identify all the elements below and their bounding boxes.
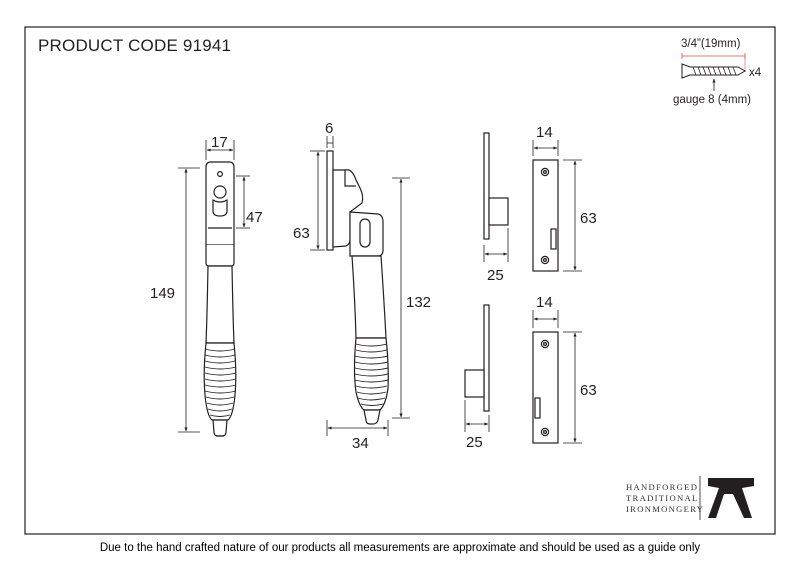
- keep-top-side-view: [483, 132, 509, 240]
- side-grip-ribs: [354, 343, 389, 406]
- brand-line-handforged: HANDFORGED: [626, 482, 699, 492]
- screw-diagram: [681, 53, 747, 91]
- keep-top-height-label: 63: [580, 210, 597, 227]
- front-upper-label: 47: [246, 209, 263, 226]
- brand-line-traditional: TRADITIONAL: [626, 493, 699, 503]
- front-dimension-lines: [178, 140, 250, 433]
- keep-bottom-height-label: 63: [580, 382, 597, 399]
- keep-top-width-label: 14: [536, 124, 553, 141]
- screw-quantity-label: x4: [749, 67, 762, 79]
- drawing-border: [24, 26, 776, 535]
- side-height-label: 132: [406, 294, 431, 311]
- keep-bottom-side-view: [464, 304, 490, 412]
- keep-bottom-front-view: [532, 331, 559, 444]
- front-width-label: 17: [211, 134, 228, 151]
- brand-line-ironmongery: IRONMONGERY: [626, 504, 705, 514]
- anvil-logo-icon: [708, 478, 754, 518]
- keep-bottom-projection-label: 25: [466, 434, 483, 451]
- side-thickness-label: 6: [325, 120, 333, 137]
- footer-disclaimer: Due to the hand crafted nature of our pr…: [99, 542, 701, 554]
- fastener-front-view: [203, 161, 237, 437]
- front-grip-ribs: [204, 348, 237, 417]
- keep-bottom-dimension-lines: [464, 310, 582, 444]
- screw-gauge-label: gauge 8 (4mm): [673, 94, 751, 106]
- keep-top-front-view: [532, 159, 559, 272]
- fastener-side-view: [326, 150, 389, 425]
- front-height-label: 149: [150, 285, 175, 302]
- side-dimension-lines: [310, 136, 410, 436]
- screw-length-label: 3/4”(19mm): [681, 38, 741, 50]
- keep-top-dimension-lines: [483, 140, 582, 272]
- side-plate-label: 63: [293, 225, 310, 242]
- product-code: PRODUCT CODE 91941: [38, 36, 232, 55]
- keep-bottom-width-label: 14: [536, 294, 553, 311]
- side-depth-label: 34: [352, 435, 369, 452]
- keep-top-projection-label: 25: [487, 267, 504, 284]
